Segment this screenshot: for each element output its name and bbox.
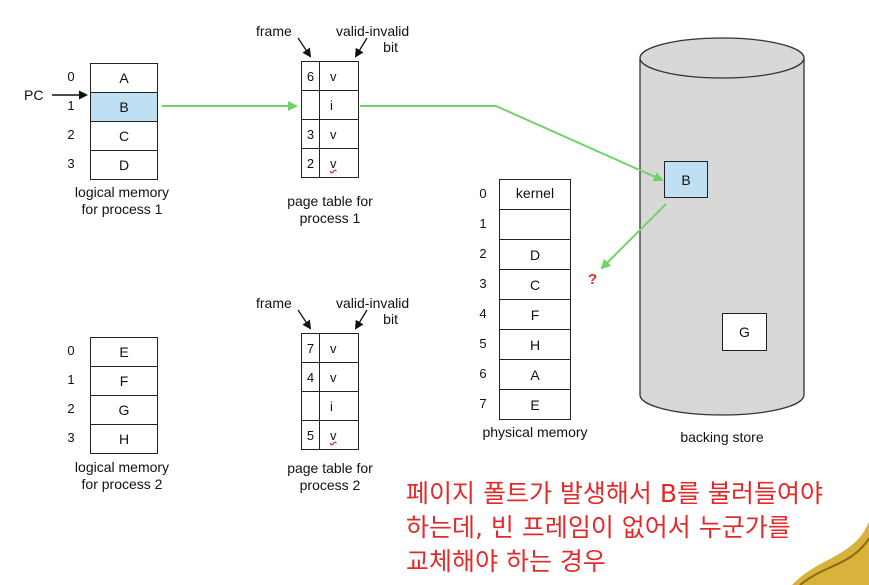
caption-line: logical memory xyxy=(74,184,170,200)
p2-valid-invalid-label: valid-invalid bit xyxy=(336,295,409,327)
p1-index-3: 3 xyxy=(67,156,75,171)
p1-valid-invalid-label: valid-invalid bit xyxy=(336,23,409,55)
valid-pointer-arrow-1 xyxy=(354,37,368,58)
phys-index-0: 0 xyxy=(479,186,487,201)
caption-line: page table for xyxy=(287,193,373,209)
label-line: valid-invalid xyxy=(336,23,410,39)
phys-index-4: 4 xyxy=(479,306,487,321)
caption-line: logical memory xyxy=(74,459,170,475)
phys-frame-kernel: kernel xyxy=(499,179,571,210)
p2-pt-frame-0: 7 xyxy=(301,333,320,363)
p1-index-1: 1 xyxy=(67,98,75,113)
p1-logical-caption: logical memory for process 1 xyxy=(58,184,186,218)
caption-line: for process 1 xyxy=(81,201,163,217)
phys-index-7: 7 xyxy=(479,396,487,411)
p2-pt-bit-1: v xyxy=(319,362,359,392)
backing-store-page-b: B xyxy=(664,161,708,198)
p2-page-table-caption: page table for process 2 xyxy=(262,460,398,494)
backing-store-caption: backing store xyxy=(680,429,764,445)
physical-memory-caption: physical memory xyxy=(482,424,588,440)
p1-pt-frame-2: 3 xyxy=(301,119,320,149)
phys-frame-a: A xyxy=(499,359,571,390)
table-to-backing-store-arrow xyxy=(360,105,664,182)
frame-pointer-arrow-1 xyxy=(297,37,312,58)
label-line: bit xyxy=(383,311,398,327)
frame-pointer-arrow-2 xyxy=(297,309,312,330)
p2-index-2: 2 xyxy=(67,401,75,416)
label-line: bit xyxy=(383,39,398,55)
p1-page-a: A xyxy=(90,63,158,93)
p1-index-0: 0 xyxy=(67,69,75,84)
phys-index-5: 5 xyxy=(479,336,487,351)
p1-pt-frame-0: 6 xyxy=(301,61,320,91)
p2-logical-caption: logical memory for process 2 xyxy=(58,459,186,493)
caption-line: for process 2 xyxy=(81,476,163,492)
p2-index-1: 1 xyxy=(67,372,75,387)
caption-line: page table for xyxy=(287,460,373,476)
p2-pt-frame-2 xyxy=(301,391,320,421)
p2-page-e: E xyxy=(90,337,158,367)
question-mark: ? xyxy=(588,271,598,288)
p2-pt-bit-0: v xyxy=(319,333,359,363)
p2-frame-label: frame xyxy=(256,295,292,311)
phys-frame-d: D xyxy=(499,239,571,270)
p2-index-0: 0 xyxy=(67,343,75,358)
phys-index-3: 3 xyxy=(479,276,487,291)
caption-line: process 2 xyxy=(299,477,361,493)
backing-store-cylinder xyxy=(639,37,805,416)
decorative-swirl-icon xyxy=(792,522,869,585)
p2-page-g: G xyxy=(90,395,158,425)
p1-pt-bit-0: v xyxy=(319,61,359,91)
phys-frame-h: H xyxy=(499,329,571,360)
p1-pt-bit-1: i xyxy=(319,90,359,120)
p1-frame-label: frame xyxy=(256,23,292,39)
phys-index-2: 2 xyxy=(479,246,487,261)
p1-page-d: D xyxy=(90,150,158,180)
backing-store-to-memory-arrow xyxy=(600,203,667,270)
p2-pt-frame-1: 4 xyxy=(301,362,320,392)
p1-pt-frame-1 xyxy=(301,90,320,120)
p2-index-3: 3 xyxy=(67,430,75,445)
phys-index-1: 1 xyxy=(479,216,487,231)
p1-pt-frame-3: 2 xyxy=(301,148,320,178)
note-line: 하는데, 빈 프레임이 없어서 누군가를 xyxy=(406,513,791,542)
p2-pt-frame-3: 5 xyxy=(301,420,320,450)
backing-store-page-g: G xyxy=(722,313,767,351)
phys-frame-f: F xyxy=(499,299,571,330)
p1-page-c: C xyxy=(90,121,158,151)
pc-label: PC xyxy=(24,87,44,103)
p1-pt-bit-3: v xyxy=(319,148,359,178)
p2-page-f: F xyxy=(90,366,158,396)
p1-pt-bit-2: v xyxy=(319,119,359,149)
phys-frame-e: E xyxy=(499,389,571,420)
note-line: 교체해야 하는 경우 xyxy=(406,547,606,576)
caption-line: process 1 xyxy=(299,210,361,226)
p1-page-table-caption: page table for process 1 xyxy=(262,193,398,227)
p2-pt-bit-2: i xyxy=(319,391,359,421)
p1-page-b-highlighted: B xyxy=(90,92,158,122)
p2-pt-bit-3: v xyxy=(319,420,359,450)
label-line: valid-invalid xyxy=(336,295,410,311)
p2-page-h: H xyxy=(90,424,158,454)
page-fault-note: 페이지 폴트가 발생해서 B를 불러들여야 하는데, 빈 프레임이 없어서 누군… xyxy=(406,477,823,579)
phys-frame-c: C xyxy=(499,269,571,300)
phys-frame-1-kernel-cont xyxy=(499,209,571,240)
p1-index-2: 2 xyxy=(67,127,75,142)
valid-pointer-arrow-2 xyxy=(354,309,368,330)
phys-index-6: 6 xyxy=(479,366,487,381)
note-line: 페이지 폴트가 발생해서 B를 불러들여야 xyxy=(406,479,823,508)
